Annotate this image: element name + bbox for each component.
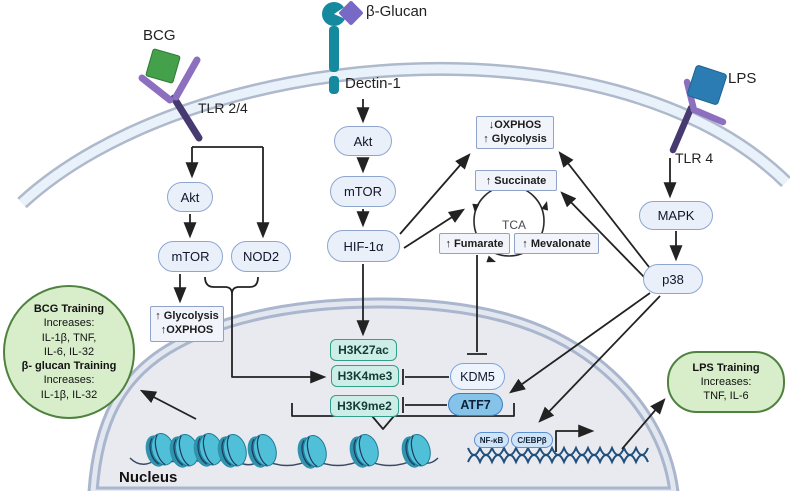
- tlr24-arms: [138, 56, 201, 104]
- nfkb-pill: NF-κB: [474, 432, 509, 448]
- bcg-training-line: IL-1β, TNF,: [41, 331, 97, 344]
- atf7-node: ATF7: [448, 393, 503, 416]
- arrow-nucleus-to-bcg-bubble: [139, 389, 197, 420]
- transcription-start-arrow: [555, 424, 595, 452]
- bcg-training-bubble: BCG Training Increases: IL-1β, TNF, IL-6…: [3, 285, 135, 419]
- beta-glucan-label: β-Glucan: [366, 3, 428, 20]
- bcg-training-line: IL-6, IL-32: [43, 345, 95, 358]
- h3k4me3-box: H3K4me3: [331, 365, 399, 387]
- bcg-training-title: BCG Training: [33, 302, 105, 315]
- node-akt-bcg: Akt: [167, 182, 213, 212]
- nucleus-label: Nucleus: [119, 469, 178, 486]
- mevalonate-box: ↑ Mevalonate: [514, 233, 599, 254]
- inhibit-kdm5-h3k4me3: [402, 369, 449, 385]
- tlr24-label: TLR 2/4: [198, 100, 248, 116]
- tca-label: TCA: [502, 218, 526, 232]
- tca-arrowhead: [486, 255, 496, 263]
- nucleosome: [401, 434, 431, 468]
- tlr4-stem: [669, 104, 695, 154]
- h3k9me2-box: H3K9me2: [330, 395, 399, 417]
- node-mapk: MAPK: [639, 201, 713, 230]
- lps-training-line: Increases:: [700, 375, 752, 388]
- lps-training-line: TNF, IL-6: [703, 390, 749, 403]
- arrow-mtor-nod2-to-h3k4me3: [231, 294, 327, 384]
- lps-particle-icon: [687, 65, 727, 105]
- node-nod2: NOD2: [231, 241, 291, 272]
- arrow-p38-to-promoter: [538, 295, 661, 423]
- tca-arrowhead: [541, 201, 549, 211]
- beta-glucan-particle-icon: [339, 1, 363, 25]
- arrow-nucleus-to-lps-bubble: [621, 398, 666, 450]
- dna-helix: [467, 445, 649, 465]
- nucleosome: [145, 433, 175, 467]
- bcg-effect-line1: ↑ Glycolysis: [155, 310, 219, 323]
- bcg-training-line: Increases:: [43, 317, 95, 330]
- nucleosome: [193, 433, 223, 467]
- dectin1-receptor-icon: [322, 1, 363, 94]
- node-hif1a: HIF-1α: [327, 230, 400, 262]
- bcg-particle-icon: [145, 48, 181, 84]
- arrow-hif1a-to-tca: [403, 208, 466, 249]
- glucan-training-line: Increases:: [43, 374, 95, 387]
- fumarate-box: ↑ Fumarate: [439, 233, 510, 254]
- arrow-p38-to-atf7: [509, 292, 651, 394]
- brace-histones-to-chromatin: [291, 403, 515, 430]
- nucleosome: [349, 434, 379, 468]
- lps-label: LPS: [728, 70, 757, 87]
- nucleosome: [217, 434, 247, 468]
- inhibit-fumarate-kdm5: [467, 255, 487, 355]
- lps-training-bubble: LPS Training Increases: TNF, IL-6: [667, 351, 785, 413]
- brace-mtor-nod2: [204, 276, 259, 295]
- nucleosomes: [145, 433, 431, 469]
- arrow-p38-to-succinate: [560, 191, 646, 279]
- succinate-box: ↑ Succinate: [475, 170, 557, 191]
- arrow-p38-to-oxphos-box: [558, 151, 650, 268]
- node-mtor-dectin: mTOR: [330, 176, 396, 207]
- node-p38: p38: [643, 264, 703, 294]
- oxphos-glycolysis-box: ↓OXPHOS ↑ Glycolysis: [476, 116, 554, 149]
- h3k27ac-box: H3K27ac: [330, 339, 397, 361]
- tca-arrowhead: [472, 203, 480, 213]
- bcg-effect-line2: ↑OXPHOS: [160, 324, 214, 336]
- lps-receptor-icon: [669, 65, 727, 154]
- bcg-receptor-icon: [138, 48, 203, 142]
- bcg-label: BCG: [143, 27, 176, 44]
- tlr24-stem: [170, 94, 203, 142]
- cebpb-pill: C/EBPβ: [511, 432, 553, 448]
- glucan-training-line: IL-1β, IL-32: [40, 388, 98, 401]
- nucleosome: [297, 435, 327, 469]
- nucleosome: [247, 434, 277, 468]
- node-mtor-bcg: mTOR: [158, 241, 223, 272]
- nucleosome: [169, 434, 199, 468]
- kdm5-node: KDM5: [450, 363, 505, 390]
- inhibit-atf7-h3k9me2: [402, 397, 447, 413]
- oxphos-line1: ↓OXPHOS: [488, 118, 542, 131]
- dectin1-label: Dectin-1: [345, 75, 401, 92]
- tlr4-label: TLR 4: [675, 150, 714, 166]
- arrow-hif1a-to-oxphos-box: [399, 153, 471, 235]
- node-akt-dectin: Akt: [334, 126, 392, 156]
- lps-training-title: LPS Training: [692, 361, 760, 374]
- oxphos-line2: ↑ Glycolysis: [483, 132, 547, 145]
- bcg-metabolic-effect-box: ↑ Glycolysis ↑OXPHOS: [150, 306, 224, 342]
- glucan-training-title: β- glucan Training: [21, 360, 117, 373]
- cell-membrane: [17, 61, 790, 209]
